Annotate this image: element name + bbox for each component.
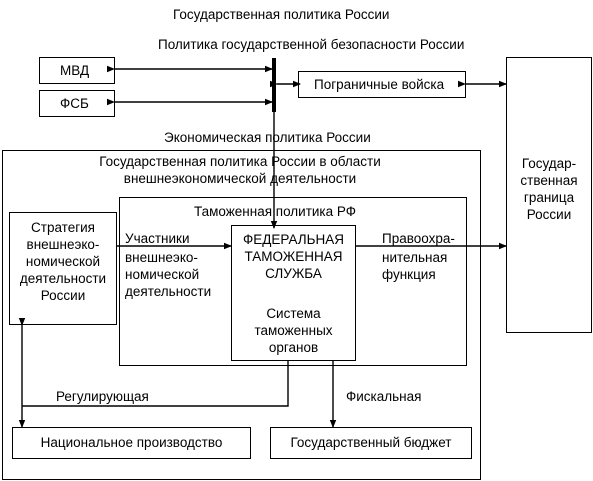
strategy-line2: внешнеэко- [26, 237, 100, 252]
law-line1: Правоохра- [382, 231, 455, 246]
system-line1: Система [266, 306, 321, 321]
state-budget-label: Государственный бюджет [290, 435, 452, 450]
law-line2: нительная [382, 250, 448, 265]
economic-policy-label: Экономическая политика России [164, 130, 371, 145]
national-production-box [12, 427, 251, 459]
strategy-line3: номической [25, 254, 101, 269]
participants-line1: Участники [125, 231, 190, 246]
strategy-line4: деятельности [19, 271, 107, 286]
border-line3: граница [523, 190, 575, 205]
mvd-box [39, 57, 115, 84]
fea-policy-line2: внешнеэкономической деятельности [123, 171, 357, 186]
fsb-label: ФСБ [60, 96, 89, 111]
fsb-box [39, 90, 115, 117]
state-budget-box [270, 427, 472, 459]
customs-policy-box [119, 197, 467, 366]
fea-policy-box [2, 150, 481, 480]
mvd-label: МВД [60, 63, 90, 78]
strategy-box [9, 212, 117, 325]
regulating-label: Регулирующая [56, 389, 149, 404]
state-border-box [506, 57, 592, 333]
participants-line3: номической [125, 267, 200, 282]
participants-line2: внешнеэко- [125, 250, 198, 265]
law-line3: функция [382, 267, 436, 282]
strategy-line5: России [40, 288, 86, 303]
national-production-label: Национальное производство [40, 435, 223, 450]
border-line1: Государ- [521, 156, 577, 171]
fts-line1: ФЕДЕРАЛЬНАЯ [242, 232, 345, 247]
security-policy-label: Политика государственной безопасности Ро… [158, 37, 465, 52]
border-line2: ственная [520, 173, 578, 188]
diagram-title: Государственная политика России [173, 7, 390, 22]
system-line2: таможенных [254, 323, 333, 338]
fts-box [231, 225, 356, 361]
border-troops-box [298, 71, 466, 98]
border-line4: России [526, 207, 572, 222]
customs-policy-label: Таможенная политика РФ [193, 204, 357, 219]
fts-line3: СЛУЖБА [265, 266, 322, 281]
participants-line4: деятельности [125, 284, 212, 299]
fts-line2: ТАМОЖЕННАЯ [244, 249, 343, 264]
fea-policy-line1: Государственная политика России в област… [99, 154, 381, 169]
fiscal-label: Фискальная [346, 389, 422, 404]
strategy-line1: Стратегия [31, 220, 95, 235]
regulating-line [22, 361, 289, 407]
border-troops-label: Пограничные войска [314, 77, 445, 92]
system-line3: органов [268, 340, 319, 355]
